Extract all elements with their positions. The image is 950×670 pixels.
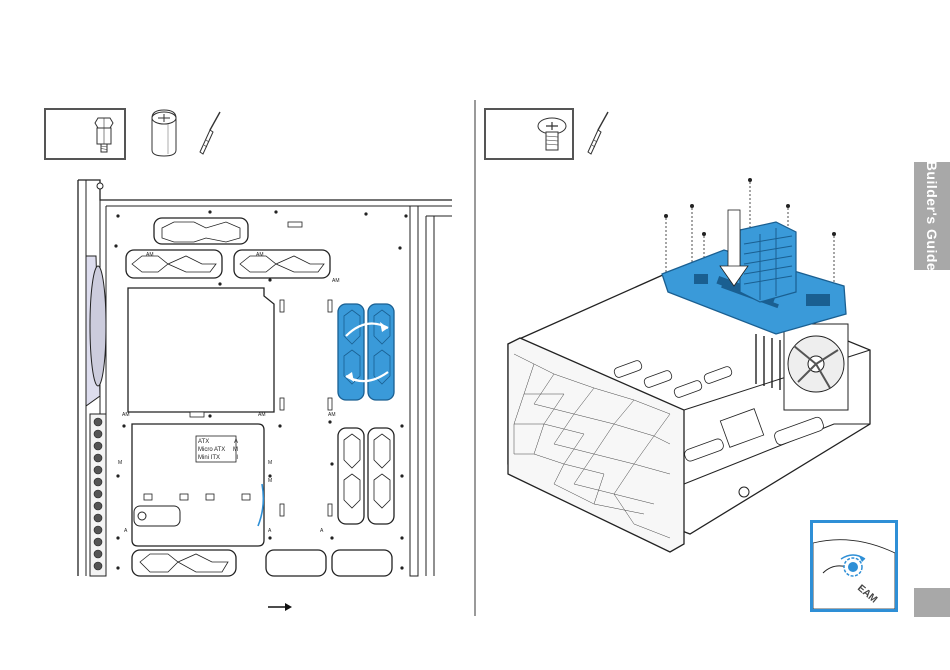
- panel-divider: [474, 100, 476, 616]
- page-number-tab: [914, 588, 950, 617]
- screw-tool-box: [484, 108, 574, 160]
- mark-am-5: AM: [258, 412, 266, 418]
- cable-grommet: [94, 562, 102, 570]
- screw-hole: [114, 244, 117, 247]
- screwdriver-icon: [196, 108, 226, 158]
- cable-grommet: [94, 502, 102, 510]
- cable-grommet: [94, 442, 102, 450]
- screw-hole: [398, 246, 401, 249]
- screw-hole: [208, 210, 211, 213]
- mark-am-6: AM: [328, 412, 336, 418]
- screw-hole: [208, 414, 211, 417]
- screw-hole: [400, 566, 403, 569]
- arrow-right-icon: [266, 600, 294, 614]
- standoff-detail-inset: EAM: [810, 520, 898, 612]
- screw-hole: [278, 424, 281, 427]
- builders-guide-tab: Builder's Guide: [914, 162, 950, 270]
- screw-hole: [116, 214, 119, 217]
- screw-hole: [268, 278, 271, 281]
- screw-icon: [486, 110, 572, 158]
- screw-hole: [116, 566, 119, 569]
- cable-grommet: [94, 514, 102, 522]
- cable-grommet: [94, 430, 102, 438]
- screw-hole: [330, 462, 333, 465]
- mark-m-1: M: [118, 460, 122, 466]
- screw-hole: [328, 420, 331, 423]
- screw-hole: [116, 474, 119, 477]
- motherboard-install-diagram: [494, 174, 880, 574]
- screw-hole: [274, 210, 277, 213]
- case-side-panel-diagram: AM AM AM AM AM AM M M M A A A: [70, 176, 460, 580]
- cable-grommet: [94, 538, 102, 546]
- mark-am-4: AM: [122, 412, 130, 418]
- screw-hole: [400, 474, 403, 477]
- builders-guide-label: Builder's Guide: [924, 161, 940, 271]
- screw-hole: [268, 536, 271, 539]
- standoff-socket-icon: [144, 106, 184, 158]
- mark-m-2: M: [268, 460, 272, 466]
- standoff-detail-drawing: EAM: [813, 523, 895, 609]
- mark-am-1: AM: [146, 252, 154, 258]
- cable-grommet: [94, 418, 102, 426]
- mark-a-2: A: [268, 528, 272, 534]
- screw-hole: [330, 536, 333, 539]
- screw-hole: [400, 424, 403, 427]
- mark-am-3: AM: [332, 278, 340, 284]
- screwdriver-icon-2: [584, 108, 614, 158]
- cable-grommet: [94, 478, 102, 486]
- screw-hole: [404, 214, 407, 217]
- cable-grommet: [94, 526, 102, 534]
- cable-grommet: [94, 550, 102, 558]
- screw-hole: [218, 282, 221, 285]
- standoff-icon: [46, 110, 124, 158]
- screw-hole: [122, 424, 125, 427]
- cable-grommet: [94, 466, 102, 474]
- mark-a-1: A: [124, 528, 128, 534]
- mark-am-2: AM: [256, 252, 264, 258]
- mark-m-3: M: [268, 478, 272, 484]
- cable-grommet: [94, 454, 102, 462]
- screw-hole: [116, 536, 119, 539]
- standoff-tool-box: [44, 108, 126, 160]
- mark-a-3: A: [320, 528, 324, 534]
- screw-hole: [364, 212, 367, 215]
- cable-grommet: [94, 490, 102, 498]
- screw-hole: [400, 536, 403, 539]
